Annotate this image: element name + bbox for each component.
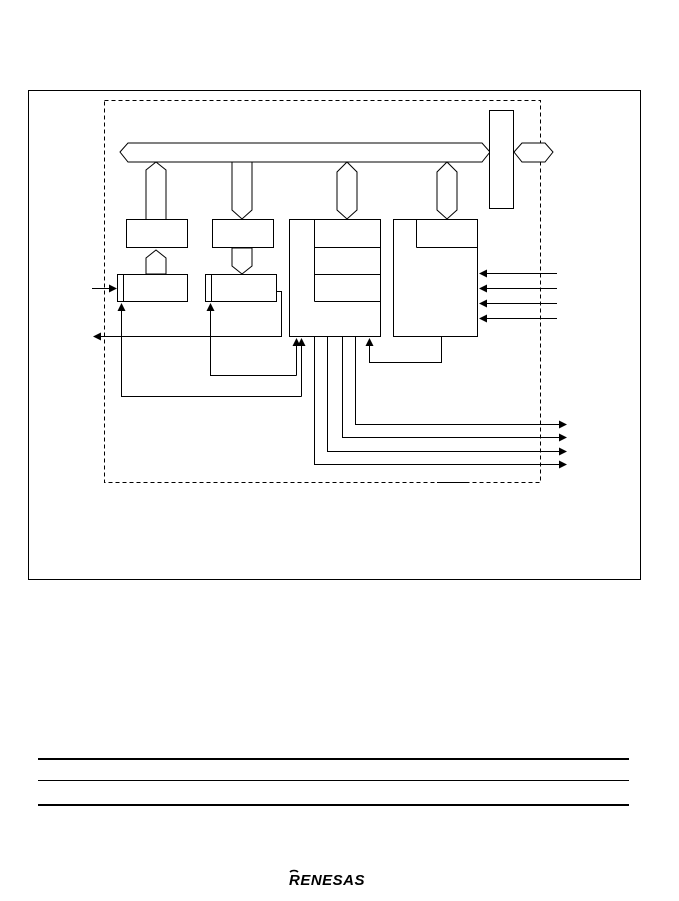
shift-register-b [205, 274, 277, 302]
table-header-rule [38, 780, 629, 781]
shift-register-a [117, 274, 188, 302]
data-register-b [212, 219, 274, 248]
bus-tap-4 [436, 161, 458, 220]
external-output-4 [314, 336, 567, 469]
control-register-group [289, 219, 381, 337]
bus-tap-3 [336, 161, 358, 220]
figure-frame [28, 90, 641, 580]
external-output-3 [327, 336, 567, 456]
control-feedback-b [206, 303, 297, 376]
bus-tap-1 [145, 161, 167, 221]
control-feedback-a [117, 303, 302, 397]
internal-bus [119, 142, 491, 163]
reg-a-connector [145, 249, 167, 275]
table-top-rule [38, 758, 629, 760]
renesas-logo: RENESAS [288, 869, 384, 889]
logo-text: RENESAS [289, 872, 365, 889]
reg-b-connector [231, 247, 253, 275]
external-bus-stub [513, 142, 554, 163]
external-output-2 [342, 336, 567, 442]
table-bottom-rule [38, 804, 629, 806]
bus-tap-2 [231, 161, 253, 220]
external-output-1 [355, 336, 567, 429]
module-boundary [104, 100, 541, 483]
clock-unit [393, 219, 478, 337]
bus-interface-block [489, 110, 514, 209]
serial-output-line [93, 291, 282, 341]
clock-to-control-line [369, 336, 442, 363]
data-register-a [126, 219, 188, 248]
